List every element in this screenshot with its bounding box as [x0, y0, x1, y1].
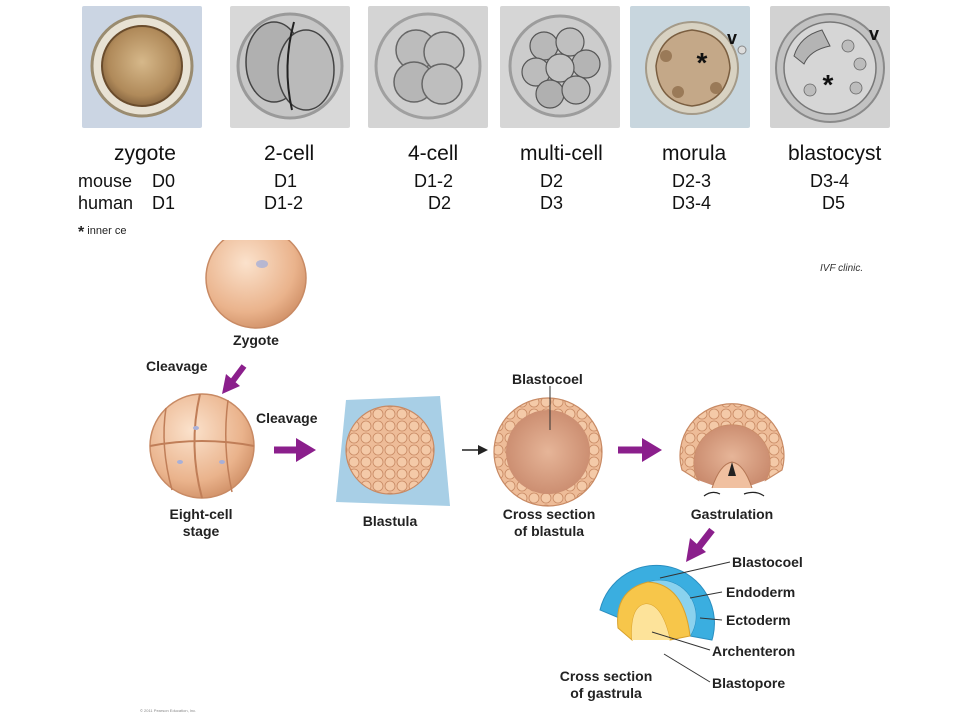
morula-arrowhead-mark: v	[727, 28, 737, 48]
gastrulation-arrow-right	[618, 438, 662, 462]
stage-name-2-cell: 2-cell	[264, 142, 315, 165]
label-zygote: Zygote	[233, 332, 279, 348]
stage-name-4-cell: 4-cell	[408, 142, 459, 165]
blastula-cross-section-drawing	[493, 386, 603, 507]
label-gastrula-archenteron: Archenteron	[712, 643, 796, 659]
row-label-human: human	[78, 193, 134, 213]
label-eight-cell-line1: Eight-cell	[169, 506, 233, 522]
label-cleavage-1: Cleavage	[146, 358, 208, 374]
label-blastocoel-top: Blastocoel	[512, 371, 583, 387]
label-gastrula-blastocoel: Blastocoel	[732, 554, 803, 570]
blastocyst-photo: * v	[770, 6, 890, 128]
label-blastula: Blastula	[362, 513, 418, 529]
human-day-morula: D3-4	[672, 193, 712, 213]
image-credit: IVF clinic.	[820, 263, 864, 274]
label-cross-section-blastula: Cross section of blastula	[484, 506, 614, 540]
label-cross-section-gastrula: Cross section of gastrula	[546, 668, 666, 702]
human-day-blastocyst: D5	[822, 193, 846, 213]
label-cleavage-2: Cleavage	[256, 410, 318, 426]
zygote-drawing	[205, 240, 307, 329]
human-day-2-cell: D1-2	[264, 193, 304, 213]
label-cross-blastula-line2: of blastula	[513, 523, 584, 539]
eight-cell-drawing	[149, 393, 255, 499]
blastocyst-arrowhead-mark: v	[869, 24, 879, 44]
label-cross-gastrula-line2: of gastrula	[570, 685, 642, 701]
footnote-asterisk: *	[78, 224, 85, 241]
copyright-note: © 2011 Pearson Education, Inc.	[140, 708, 197, 713]
gastrula-cross-section-drawing	[599, 561, 731, 683]
footnote: * inner ce	[78, 224, 126, 242]
label-cross-blastula-line1: Cross section	[502, 506, 596, 522]
gastrulation-arrow-down	[686, 527, 715, 562]
development-diagram	[149, 240, 785, 683]
multi-cell-photo	[500, 6, 620, 128]
stage-name-multi-cell: multi-cell	[520, 142, 603, 165]
mouse-day-2-cell: D1	[274, 171, 298, 191]
mouse-day-4-cell: D1-2	[414, 171, 454, 191]
label-gastrula-ectoderm: Ectoderm	[726, 612, 791, 628]
morula-asterisk-mark: *	[697, 47, 708, 78]
mouse-day-blastocyst: D3-4	[810, 171, 850, 191]
label-cross-gastrula-line1: Cross section	[559, 668, 653, 684]
cleavage-arrow-2	[274, 438, 316, 462]
gastrulation-drawing	[679, 403, 785, 497]
zygote-photo	[82, 6, 202, 128]
morula-photo: * v	[630, 6, 750, 128]
mouse-day-morula: D2-3	[672, 171, 712, 191]
cleavage-arrow-1	[222, 364, 247, 394]
four-cell-photo	[368, 6, 488, 128]
two-cell-photo	[230, 6, 350, 128]
mouse-day-multi-cell: D2	[540, 171, 564, 191]
label-eight-cell-stage: Eight-cell stage	[156, 506, 246, 540]
stage-name-morula: morula	[662, 142, 727, 165]
label-gastrula-blastopore: Blastopore	[712, 675, 786, 691]
small-arrow	[462, 445, 488, 455]
footnote-text: inner ce	[87, 225, 127, 237]
label-eight-cell-line2: stage	[182, 523, 220, 539]
stage-name-zygote: zygote	[114, 142, 176, 165]
human-day-multi-cell: D3	[540, 193, 564, 213]
stage-name-blastocyst: blastocyst	[788, 142, 882, 165]
mouse-day-zygote: D0	[152, 171, 176, 191]
label-gastrula-endoderm: Endoderm	[726, 584, 796, 600]
blastula-drawing	[336, 396, 450, 506]
blastocyst-asterisk-mark: *	[823, 69, 834, 100]
human-day-4-cell: D2	[428, 193, 452, 213]
row-label-mouse: mouse	[78, 171, 133, 191]
human-day-zygote: D1	[152, 193, 176, 213]
label-gastrulation: Gastrulation	[690, 506, 774, 522]
